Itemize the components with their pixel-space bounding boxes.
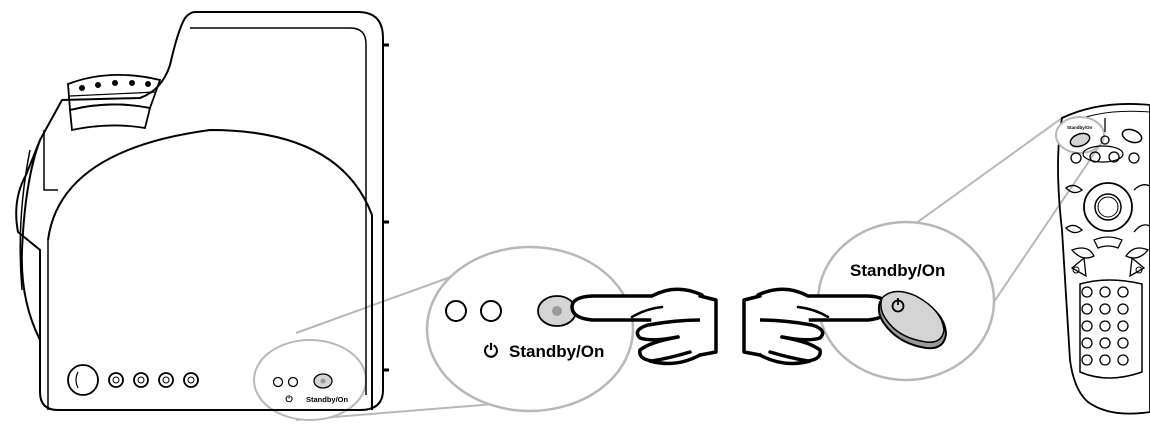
projector-button-4 xyxy=(183,372,199,388)
projector-front-dome xyxy=(47,128,373,410)
projector xyxy=(15,11,389,411)
projector-button-1 xyxy=(108,372,124,388)
remote-standby-label: Standby/On xyxy=(1067,125,1093,130)
projector-indicator-2 xyxy=(287,376,299,388)
projector-button-3 xyxy=(158,372,174,388)
remote-body xyxy=(1057,103,1150,415)
left-pointing-hand xyxy=(570,287,718,366)
projector-side-handle xyxy=(20,139,41,341)
remote-nav-center xyxy=(1094,193,1122,221)
remote-control xyxy=(1055,103,1150,415)
projector-indicator-1 xyxy=(272,376,284,388)
projector-zoom-circle xyxy=(425,245,635,413)
zoom-remote-standby-label: Standby/On xyxy=(850,261,945,280)
projector-knob xyxy=(67,364,99,396)
projector-power-glyph: ⏻ xyxy=(285,394,293,404)
remote-standby-button xyxy=(1069,132,1091,148)
projector-top-panel xyxy=(190,27,367,395)
remote-keypad-outline xyxy=(1079,279,1143,379)
zoom-indicator-2 xyxy=(480,300,502,322)
projector-panel-highlight xyxy=(253,339,367,421)
remote-keypad xyxy=(1081,286,1129,366)
zoom-projector-standby-label: Standby/On xyxy=(509,342,604,361)
zoom-remote-standby-button xyxy=(877,290,948,350)
projector-standby-label: Standby/On xyxy=(306,395,349,404)
right-pointing-hand xyxy=(742,287,890,366)
projector-button-2 xyxy=(133,372,149,388)
zoom-indicator-1 xyxy=(445,300,467,322)
projector-front-controls xyxy=(67,364,333,396)
remote-nav-ring xyxy=(1083,182,1133,232)
projector-body xyxy=(15,11,384,411)
zoom-projector-power-glyph: ⏻ xyxy=(484,341,499,361)
